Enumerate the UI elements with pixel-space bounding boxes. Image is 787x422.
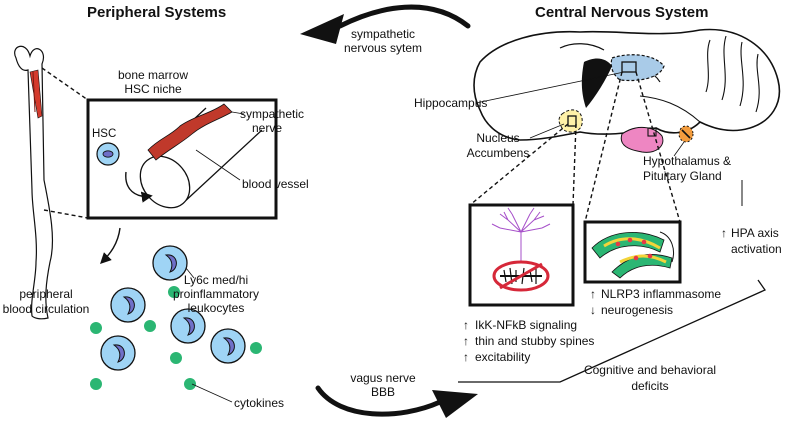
cytokine-dot (90, 322, 102, 334)
leukocyte-group (100, 245, 246, 371)
hippocampus-effect-2: neurogenesis (601, 303, 673, 317)
leukocyte-label-2: proinflammatory (173, 287, 259, 301)
nucleus-effect-3: excitability (475, 350, 530, 364)
up-arrow-icon: ↑ (463, 350, 469, 364)
leukocyte-label-3: leukocytes (188, 301, 245, 315)
label-pointer (185, 267, 195, 279)
vagus-arrow (315, 385, 478, 418)
hypothalamus-region (620, 127, 664, 153)
hippocampus-detail-illustration (591, 231, 674, 279)
down-arrow-icon: ↓ (590, 303, 596, 317)
hippocampus-pointer (475, 71, 625, 104)
vagus-arrow-label-2: BBB (371, 385, 395, 399)
cytokine-group (90, 286, 262, 390)
circulation-arrow (100, 227, 121, 264)
bone-marrow-label-2: HSC niche (124, 82, 182, 96)
label-pointer (191, 383, 233, 403)
nucleus-effect-1: IkK-NFkB signaling (475, 318, 577, 332)
hypothalamus-label-1: Hypothalamus & (643, 154, 731, 168)
hippocampus-region (610, 54, 665, 82)
leukocyte-cell (210, 328, 246, 364)
bone-marrow-label-1: bone marrow (118, 68, 188, 82)
hippocampus-label: Hippocampus (414, 96, 487, 110)
hsc-cell (96, 142, 120, 166)
leukocyte-label-1: Ly6c med/hi (184, 273, 248, 287)
peripheral-systems-title: Peripheral Systems (87, 4, 226, 21)
nucleus-accumbens-label-2: Accumbens (467, 146, 530, 160)
hypothalamus-label-2: Pituitary Gland (643, 169, 722, 183)
hsc-label: HSC (92, 128, 116, 140)
nucleus-zoom-line-right (572, 123, 577, 206)
sympathetic-arrow (300, 4, 471, 44)
sympathetic-arrow-label-2: nervous sytem (344, 41, 422, 55)
hippocampus-zoom-box (621, 61, 637, 73)
cytokine-dot (170, 352, 182, 364)
sympathetic-nerve-label-1: sympathetic (240, 107, 304, 121)
hippocampus-effect-1: NLRP3 inflammasome (601, 287, 721, 301)
leukocyte-cell (170, 308, 206, 344)
brain-outline (473, 28, 781, 141)
zoom-line-top (41, 67, 89, 101)
no-sign-icon (492, 260, 550, 292)
nucleus-accumbens-zoom-box (567, 115, 577, 127)
leukocyte-cell (152, 245, 188, 281)
hippocampus-effects: ↑ NLRP3 inflammasome ↓ neurogenesis (590, 287, 721, 317)
up-arrow-icon: ↑ (463, 318, 469, 332)
zoom-line-bottom (43, 209, 89, 219)
deficits-label-1: Cognitive and behavioral (584, 363, 716, 377)
leukocyte-cell (110, 287, 146, 323)
nucleus-zoom-line-left (469, 123, 569, 206)
circulation-label-1: peripheral (19, 287, 72, 301)
nucleus-pointer (529, 123, 565, 139)
vessel-pointer (195, 149, 241, 181)
bone-icon (14, 45, 54, 320)
circulation-label-2: blood circulation (3, 302, 90, 316)
cytokine-dot (250, 342, 262, 354)
cytokine-dot (184, 378, 196, 390)
up-arrow-icon: ↑ (590, 287, 596, 301)
blood-vessel-label: blood vessel (242, 177, 309, 191)
hippocampus-zoom-line-right (635, 71, 681, 223)
hypothalamus-pointer (673, 141, 685, 157)
hsc-exit-arrow (125, 171, 153, 203)
leukocyte-cell (100, 335, 136, 371)
central-nervous-system-title: Central Nervous System (535, 4, 708, 21)
vagus-arrow-label-1: vagus nerve (350, 371, 416, 385)
up-arrow-icon: ↑ (721, 226, 727, 240)
up-arrow-icon: ↑ (463, 334, 469, 348)
deficits-bracket (458, 279, 766, 383)
nerve-pointer (231, 111, 245, 115)
pituitary-mark (681, 129, 691, 139)
cytokine-dot (168, 286, 180, 298)
nucleus-accumbens-label-1: Nucleus (476, 131, 519, 145)
sympathetic-nerve-label-2: nerve (252, 121, 282, 135)
deficits-label-2: deficits (631, 379, 668, 393)
hippocampus-zoom-line-left (584, 71, 623, 223)
cytokine-dot (144, 320, 156, 332)
sympathetic-arrow-label-1: sympathetic (351, 27, 415, 41)
cytokines-label: cytokines (234, 396, 284, 410)
cytokine-dot (90, 378, 102, 390)
nucleus-effect-2: thin and stubby spines (475, 334, 594, 348)
nucleus-effects: ↑ IkK-NFkB signaling ↑ thin and stubby s… (463, 318, 594, 364)
neuron-icon (491, 207, 551, 266)
hpa-effect-1: HPA axis (731, 226, 779, 240)
hpa-effect-2: activation (731, 242, 782, 256)
hpa-effects: ↑ HPA axis activation (721, 226, 782, 256)
